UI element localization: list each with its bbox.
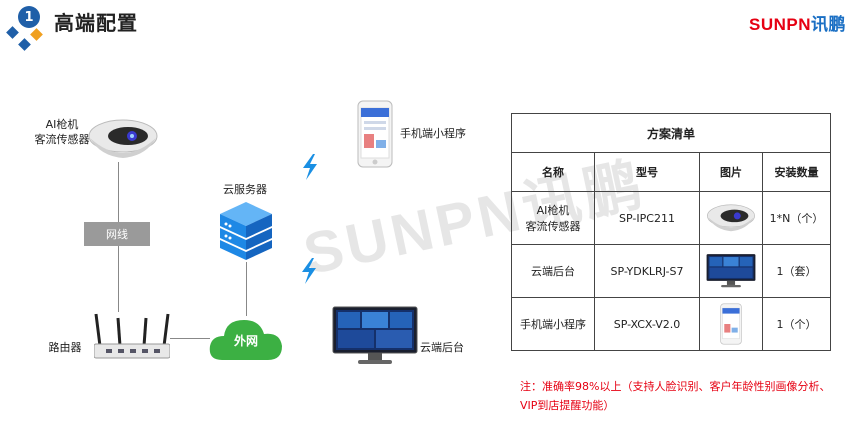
table-header-row: 名称 型号 图片 安装数量 bbox=[511, 152, 831, 192]
step-number-badge: 1 bbox=[18, 6, 40, 28]
row-name-line2: 客流传感器 bbox=[525, 220, 581, 233]
internet-label: 外网 bbox=[233, 334, 258, 348]
decor-diamond-icon bbox=[6, 26, 19, 39]
table-caption-row: 方案清单 bbox=[511, 113, 831, 153]
network-cable-box: 网线 bbox=[84, 222, 150, 246]
cloud-server-icon bbox=[220, 202, 272, 260]
header-qty: 安装数量 bbox=[762, 152, 831, 192]
row-name-line1: 手机端小程序 bbox=[520, 318, 586, 331]
header-model: 型号 bbox=[594, 152, 700, 192]
camera-label-line1: AI枪机 bbox=[45, 118, 79, 131]
row-qty: 1*N（个） bbox=[762, 191, 831, 245]
step-number: 1 bbox=[24, 9, 34, 25]
row-image bbox=[699, 297, 763, 351]
lightning-bolt-icon bbox=[302, 258, 316, 284]
decor-diamond-icon bbox=[18, 38, 31, 51]
camera-label: AI枪机 客流传感器 bbox=[22, 117, 102, 147]
page-title: 高端配置 bbox=[54, 11, 138, 35]
row-model: SP-XCX-V2.0 bbox=[594, 297, 700, 351]
header-name: 名称 bbox=[511, 152, 595, 192]
brand-logo: SUNPN讯鹏 bbox=[749, 10, 846, 35]
plan-table: 方案清单 名称 型号 图片 安装数量 AI枪机 客流传感器 SP-IPC211 … bbox=[511, 113, 831, 351]
row-image bbox=[699, 191, 763, 245]
camera-label-line2: 客流传感器 bbox=[34, 133, 90, 146]
table-row: 手机端小程序 SP-XCX-V2.0 1（个） bbox=[511, 297, 831, 351]
connector-cloud-server bbox=[246, 262, 247, 316]
cloud-backend-label: 云端后台 bbox=[420, 341, 464, 354]
row-name: 手机端小程序 bbox=[511, 297, 595, 351]
row-name: 云端后台 bbox=[511, 244, 595, 298]
row-image bbox=[699, 244, 763, 298]
mobile-app-label: 手机端小程序 bbox=[400, 127, 466, 140]
row-model: SP-IPC211 bbox=[594, 191, 700, 245]
internet-cloud: 外网 bbox=[206, 312, 286, 364]
row-qty: 1（个） bbox=[762, 297, 831, 351]
mobile-phone-icon bbox=[357, 100, 393, 168]
row-name: AI枪机 客流传感器 bbox=[511, 191, 595, 245]
table-caption: 方案清单 bbox=[511, 113, 831, 153]
header-image: 图片 bbox=[699, 152, 763, 192]
row-name-line1: 云端后台 bbox=[531, 265, 575, 278]
brand-cn: 讯鹏 bbox=[811, 15, 846, 34]
router-label: 路由器 bbox=[48, 341, 82, 354]
monitor-thumbnail-icon bbox=[706, 254, 756, 288]
row-model: SP-YDKLRJ-S7 bbox=[594, 244, 700, 298]
table-row: 云端后台 SP-YDKLRJ-S7 1（套） bbox=[511, 244, 831, 298]
phone-thumbnail-icon bbox=[720, 303, 742, 345]
connector-router-cloud bbox=[170, 338, 210, 339]
note-line1: 注：准确率98%以上（支持人脸识别、客户年龄性别画像分析、 bbox=[520, 380, 831, 393]
row-name-line1: AI枪机 bbox=[536, 204, 570, 217]
table-row: AI枪机 客流传感器 SP-IPC211 1*N（个） bbox=[511, 191, 831, 245]
row-qty: 1（套） bbox=[762, 244, 831, 298]
camera-thumbnail-icon bbox=[707, 204, 755, 232]
cloud-icon bbox=[209, 320, 282, 360]
monitor-icon bbox=[332, 306, 418, 364]
note-line2: VIP到店提醒功能） bbox=[520, 399, 615, 412]
ai-camera-icon bbox=[88, 119, 158, 158]
accuracy-note: 注：准确率98%以上（支持人脸识别、客户年龄性别画像分析、 VIP到店提醒功能） bbox=[520, 377, 840, 415]
cloud-server-label: 云服务器 bbox=[223, 183, 267, 196]
lightning-bolt-icon bbox=[303, 154, 317, 180]
router-icon bbox=[94, 313, 170, 359]
brand-latin: SUNPN bbox=[748, 15, 811, 34]
network-cable-label: 网线 bbox=[106, 228, 128, 241]
decor-diamond-icon bbox=[30, 28, 43, 41]
